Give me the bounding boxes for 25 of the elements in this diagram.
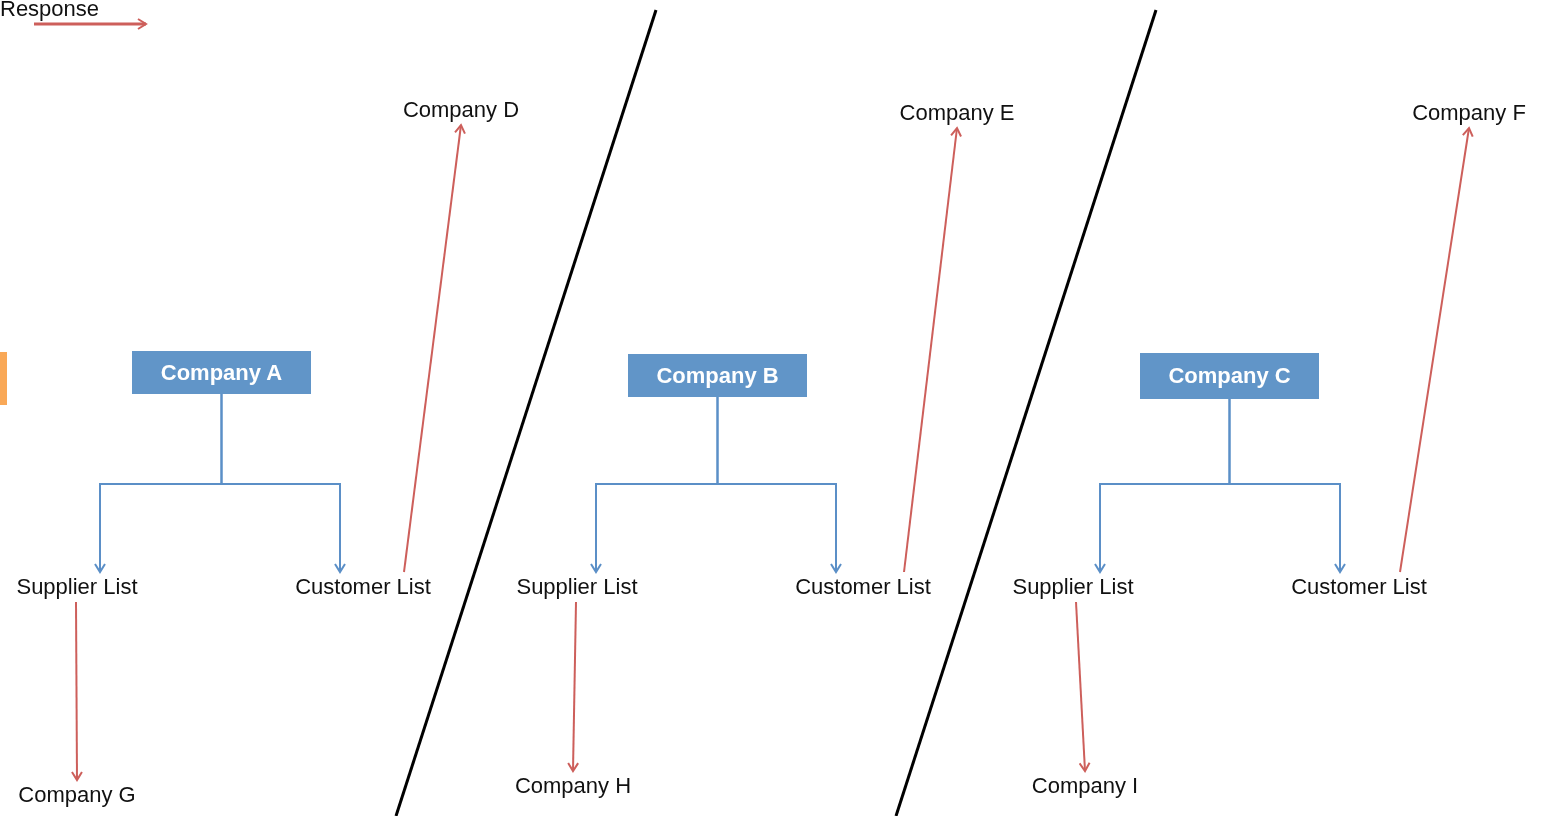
node-label: Customer List <box>795 574 931 600</box>
node-label: Company H <box>514 773 632 799</box>
company-box: Company B <box>628 354 807 397</box>
arrow <box>1075 601 1091 772</box>
node-label: Customer List <box>295 574 431 600</box>
node-label: Company F <box>1412 100 1526 126</box>
node-label: Company D <box>402 97 520 123</box>
company-box: Company C <box>1140 353 1319 399</box>
node-label: Supplier List <box>1012 574 1134 600</box>
node-label: Company I <box>1031 773 1139 799</box>
arrow <box>220 393 346 573</box>
arrow <box>903 127 962 573</box>
legend-text: Response <box>0 0 100 22</box>
arrow <box>1399 127 1474 573</box>
arrow <box>716 396 842 573</box>
company-box: Company A <box>132 351 311 394</box>
node-label: Supplier List <box>16 574 138 600</box>
arrow <box>70 601 83 781</box>
node-label: Customer List <box>1291 574 1427 600</box>
arrow <box>567 601 580 772</box>
arrow <box>403 124 466 573</box>
node-label: Company E <box>899 100 1015 126</box>
arrow <box>1228 398 1346 573</box>
node-label: Supplier List <box>516 574 638 600</box>
node-label: Company G <box>18 782 136 808</box>
